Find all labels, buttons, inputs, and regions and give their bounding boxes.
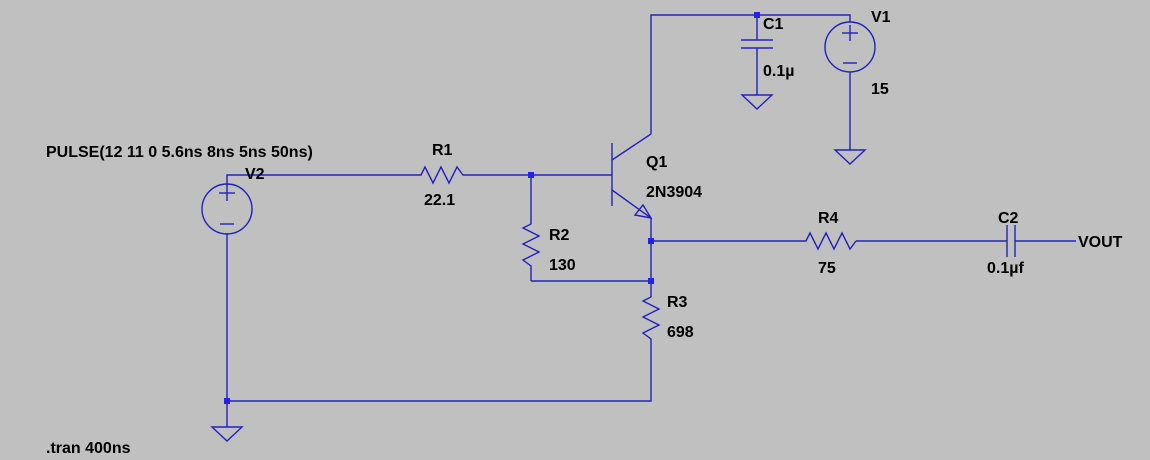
capacitor-c2[interactable] bbox=[1006, 225, 1016, 257]
label-r4-value: 75 bbox=[818, 260, 836, 277]
label-r1-value: 22.1 bbox=[424, 192, 455, 209]
label-v2-name: V2 bbox=[245, 166, 265, 183]
wire-collector-rail bbox=[650, 14, 851, 134]
junctions bbox=[224, 12, 760, 404]
wire-v2-top bbox=[226, 174, 417, 185]
junction-dot bbox=[754, 12, 760, 18]
voltage-source-icon bbox=[824, 21, 876, 73]
label-v1-value: 15 bbox=[871, 81, 889, 98]
ground-icon bbox=[210, 426, 244, 442]
resistor-r3[interactable] bbox=[641, 293, 661, 343]
label-r4-name: R4 bbox=[818, 210, 839, 227]
label-r3-value: 698 bbox=[667, 324, 694, 341]
label-c1-name: C1 bbox=[763, 16, 784, 33]
label-r3-name: R3 bbox=[667, 294, 688, 311]
voltage-source-v2[interactable] bbox=[201, 183, 253, 235]
voltage-source-v1[interactable] bbox=[824, 21, 876, 73]
resistor-r1[interactable] bbox=[417, 165, 467, 185]
label-r2-name: R2 bbox=[549, 227, 570, 244]
capacitor-c1[interactable] bbox=[741, 39, 773, 49]
label-c2-name: C2 bbox=[998, 210, 1019, 227]
label-v1-name: V1 bbox=[871, 9, 891, 26]
junction-dot bbox=[648, 238, 654, 244]
transistor-q1[interactable] bbox=[611, 133, 653, 219]
net-label-vout: VOUT bbox=[1078, 234, 1123, 251]
ground-icon bbox=[833, 149, 867, 165]
resistor-r4[interactable] bbox=[800, 231, 857, 251]
junction-dot bbox=[648, 278, 654, 284]
spice-directive-tran: .tran 400ns bbox=[46, 440, 131, 457]
label-q1-value: 2N3904 bbox=[646, 184, 702, 201]
label-c2-value: 0.1µf bbox=[987, 260, 1024, 277]
resistor-r2[interactable] bbox=[521, 220, 541, 270]
wire-r3-bottom bbox=[227, 343, 652, 402]
junction-dot bbox=[224, 398, 230, 404]
ground-icon bbox=[740, 94, 774, 110]
wires bbox=[226, 14, 1076, 427]
label-r2-value: 130 bbox=[549, 257, 576, 274]
label-r1-name: R1 bbox=[432, 142, 453, 159]
voltage-source-icon bbox=[201, 183, 253, 235]
junction-dot bbox=[528, 172, 534, 178]
label-v2-value: PULSE(12 11 0 5.6ns 8ns 5ns 50ns) bbox=[46, 144, 313, 161]
label-q1-name: Q1 bbox=[646, 154, 667, 171]
label-c1-value: 0.1µ bbox=[763, 63, 794, 80]
